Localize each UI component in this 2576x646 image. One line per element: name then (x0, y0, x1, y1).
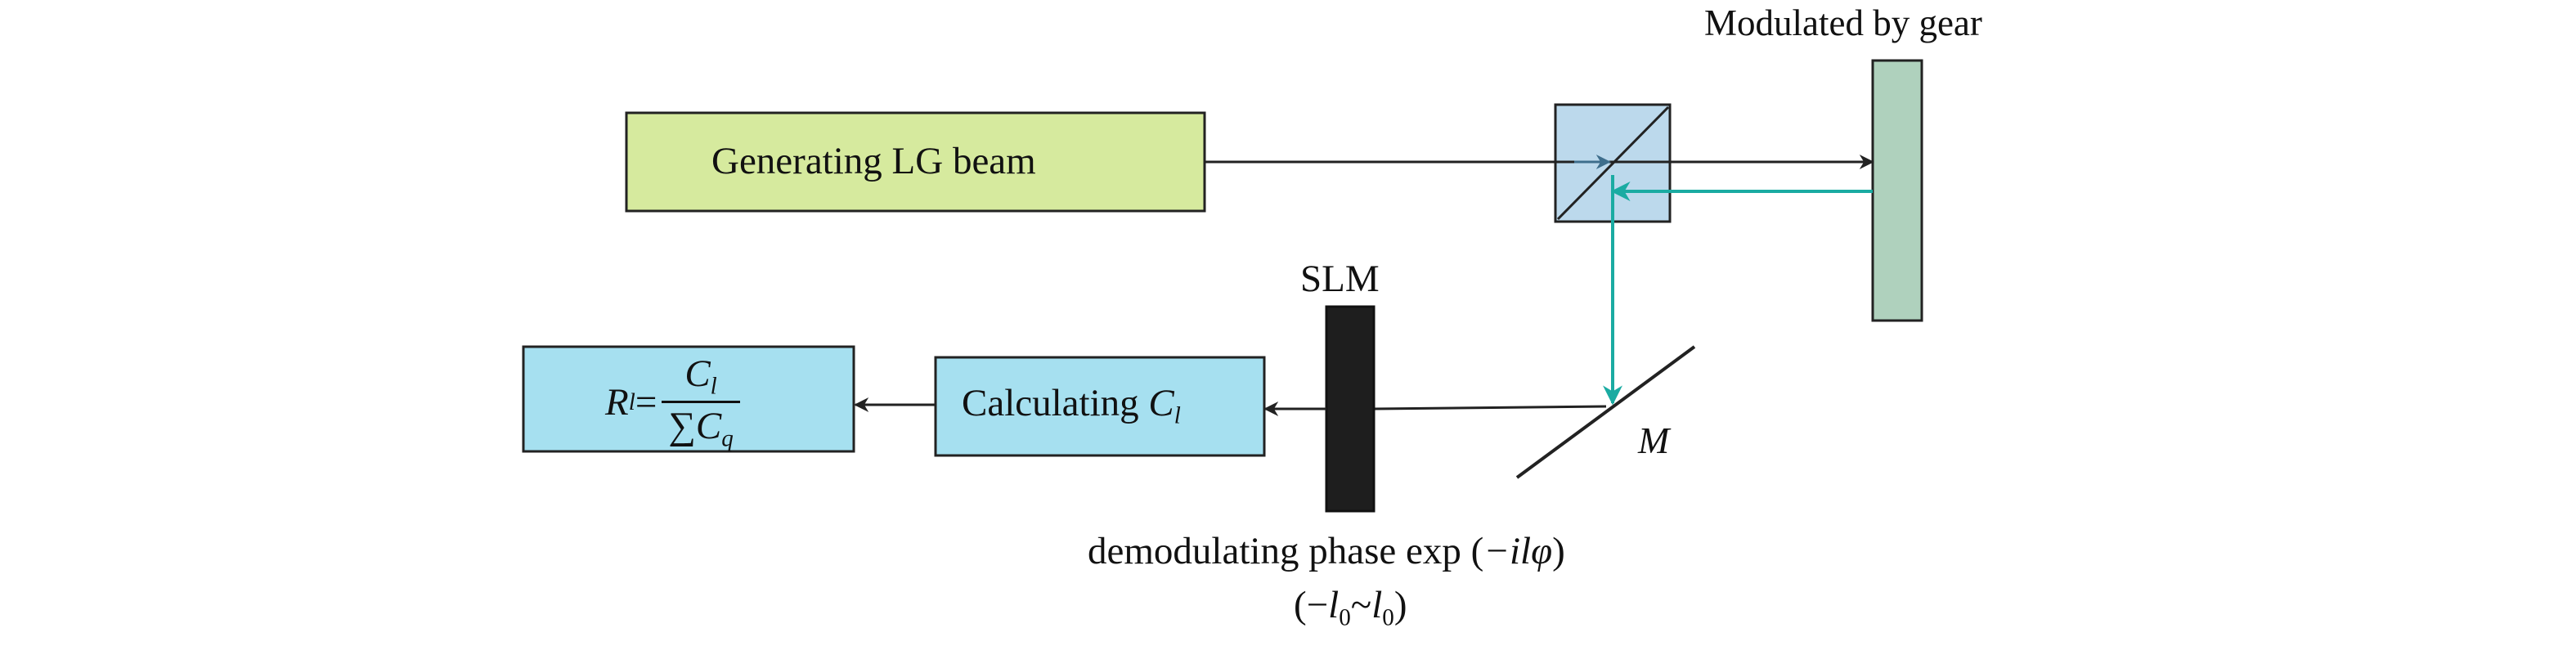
range-label: (−l0~l0) (1294, 586, 1407, 630)
demodulating-arg: −ilφ (1483, 530, 1553, 572)
formula-den-sub: q (721, 424, 734, 451)
calculating-var: C (1148, 382, 1174, 424)
range-tilde: ~ (1350, 584, 1372, 626)
calculating-prefix: Calculating (962, 382, 1149, 424)
formula-fraction: Cl ∑Cq (662, 352, 740, 451)
range-open: (− (1294, 584, 1329, 626)
formula-lhs: R (605, 381, 629, 424)
gear-plate (1871, 59, 1923, 322)
demodulating-label: demodulating phase exp (−ilφ) (1088, 532, 1565, 571)
range-sub1: 0 (1339, 604, 1351, 631)
mirror-to-slm-beam (1373, 405, 1607, 410)
demodulating-prefix: demodulating phase exp ( (1088, 530, 1484, 572)
range-l2: l (1371, 584, 1383, 626)
formula-den: C (695, 404, 722, 447)
formula-equals: = (635, 381, 657, 424)
lg-beam-label: Generating LG beam (711, 140, 1036, 182)
gear-label: Modulated by gear (1704, 2, 1982, 43)
mirror-label: M (1638, 419, 1670, 461)
formula-lhs-sub: l (628, 388, 635, 415)
range-l1: l (1328, 584, 1340, 626)
formula-num: C (684, 352, 711, 395)
formula-denominator: ∑Cq (662, 400, 740, 451)
calculating-sub: l (1174, 402, 1181, 429)
slm-plate (1325, 305, 1376, 513)
mirror (1515, 345, 1696, 479)
formula-num-sub: l (710, 372, 717, 399)
calculating-label: Calculating Cl (962, 384, 1181, 428)
slm-label: SLM (1300, 258, 1380, 300)
demodulating-suffix: ) (1552, 530, 1565, 572)
lg-beam-box (625, 111, 1206, 213)
range-close: ) (1393, 584, 1407, 626)
calculating-box (934, 356, 1266, 457)
range-sub2: 0 (1382, 604, 1394, 631)
formula-numerator: Cl (676, 352, 725, 401)
formula-sum-symbol: ∑ (668, 404, 696, 447)
formula-box (522, 345, 855, 453)
